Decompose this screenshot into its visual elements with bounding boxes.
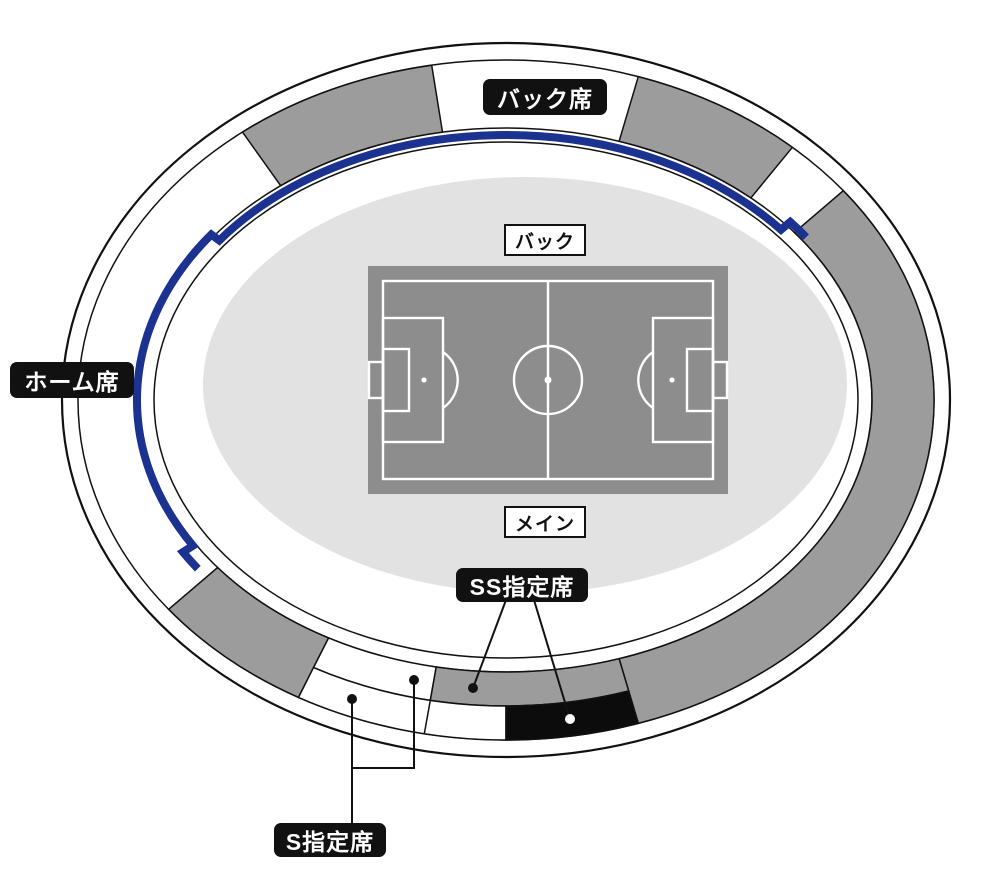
pitch-markings: [367, 279, 729, 481]
seat-dot-s-outer: [347, 694, 357, 704]
leader-lines: [351, 599, 571, 823]
seat-dot-ss-outer: [565, 714, 575, 724]
inner-ring-outline: [153, 141, 859, 659]
seat-dot-s-inner: [409, 675, 419, 685]
label-back-side: バック: [504, 224, 586, 256]
pitch-spots: [421, 376, 675, 384]
leader-line-s-inner: [352, 680, 415, 769]
label-main-side: メイン: [504, 506, 586, 538]
label-home-stand: ホーム席: [10, 362, 134, 398]
section-s-reserved-outer-white[interactable]: [297, 666, 507, 741]
seat-dot-ss-inner: [468, 683, 478, 693]
label-back-stand: バック席: [483, 79, 607, 115]
stand-divider-line: [423, 700, 432, 734]
label-s-reserved: S指定席: [274, 823, 386, 857]
section-back-stand-right-gray[interactable]: [618, 75, 794, 199]
leader-line-ss-inner: [472, 599, 507, 689]
soccer-pitch: [367, 266, 729, 494]
label-ss-reserved: SS指定席: [456, 568, 588, 602]
home-seats-blue-band[interactable]: [132, 131, 809, 572]
leader-line-ss-outer: [533, 599, 571, 720]
outer-ring-outline: [60, 41, 952, 759]
section-back-stand-left-gray[interactable]: [241, 64, 444, 187]
section-bottom-left-gray[interactable]: [167, 566, 330, 699]
